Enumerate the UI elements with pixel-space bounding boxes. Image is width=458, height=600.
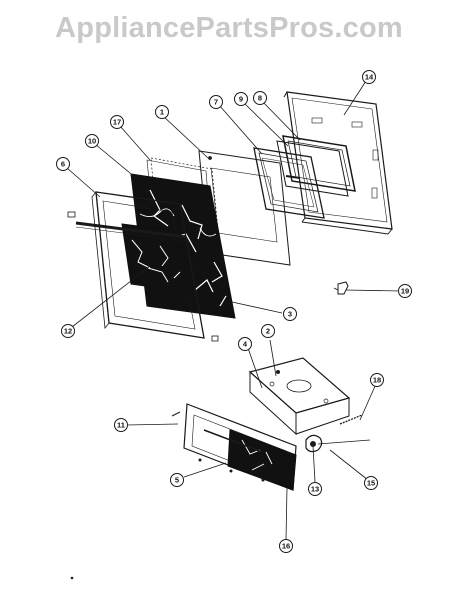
- part-hinge-clip: [333, 281, 349, 295]
- callout-6-label: 6: [61, 160, 65, 169]
- callout-13: 13: [308, 482, 322, 496]
- leader-lines: [66, 80, 401, 541]
- callout-14-label: 14: [365, 73, 374, 82]
- callout-16: 16: [279, 539, 293, 553]
- callout-4: 4: [238, 337, 252, 351]
- callout-2-label: 2: [266, 327, 270, 336]
- part-door-frame: [67, 190, 219, 342]
- callout-1: 1: [155, 105, 169, 119]
- stray-mark: [70, 576, 74, 580]
- part-drawer-front: [171, 403, 297, 491]
- callout-11-label: 11: [117, 421, 125, 430]
- callout-7-label: 7: [214, 98, 218, 107]
- callout-1-label: 1: [160, 108, 164, 117]
- callout-2: 2: [261, 324, 275, 338]
- callout-8-label: 8: [258, 94, 262, 103]
- callout-16-label: 16: [282, 542, 290, 551]
- callout-17: 17: [110, 115, 124, 129]
- callout-19-label: 19: [401, 287, 409, 296]
- callout-14: 14: [362, 70, 376, 84]
- callout-18: 18: [370, 373, 384, 387]
- part-window-frame: [276, 135, 356, 197]
- callout-10: 10: [85, 134, 99, 148]
- callout-9: 9: [234, 92, 248, 106]
- callout-5-label: 5: [175, 476, 179, 485]
- part-front-glass: [75, 221, 191, 293]
- callout-9-label: 9: [239, 95, 243, 104]
- callout-15-label: 15: [367, 479, 375, 488]
- callout-7: 7: [209, 95, 223, 109]
- callout-19: 19: [398, 284, 412, 298]
- callout-8: 8: [253, 91, 267, 105]
- part-outer-door-panel: [283, 91, 393, 235]
- part-bracket: [305, 434, 323, 453]
- callout-18-label: 18: [373, 376, 381, 385]
- callout-13-label: 13: [311, 485, 319, 494]
- callout-12: 12: [61, 324, 75, 338]
- callout-3-label: 3: [288, 310, 292, 319]
- callout-4-label: 4: [243, 340, 248, 349]
- callout-6: 6: [56, 157, 70, 171]
- callout-15: 15: [364, 476, 378, 490]
- part-inner-window-assembly: [253, 147, 325, 219]
- callout-10-label: 10: [88, 137, 96, 146]
- callout-3: 3: [283, 307, 297, 321]
- callout-17-label: 17: [113, 118, 121, 127]
- callout-11: 11: [114, 418, 128, 432]
- part-rod: [317, 414, 371, 445]
- part-drawer-assembly: [248, 357, 351, 436]
- callout-5: 5: [170, 473, 184, 487]
- watermark-text: AppliancePartsPros.com: [55, 12, 403, 44]
- callout-12-label: 12: [64, 327, 72, 336]
